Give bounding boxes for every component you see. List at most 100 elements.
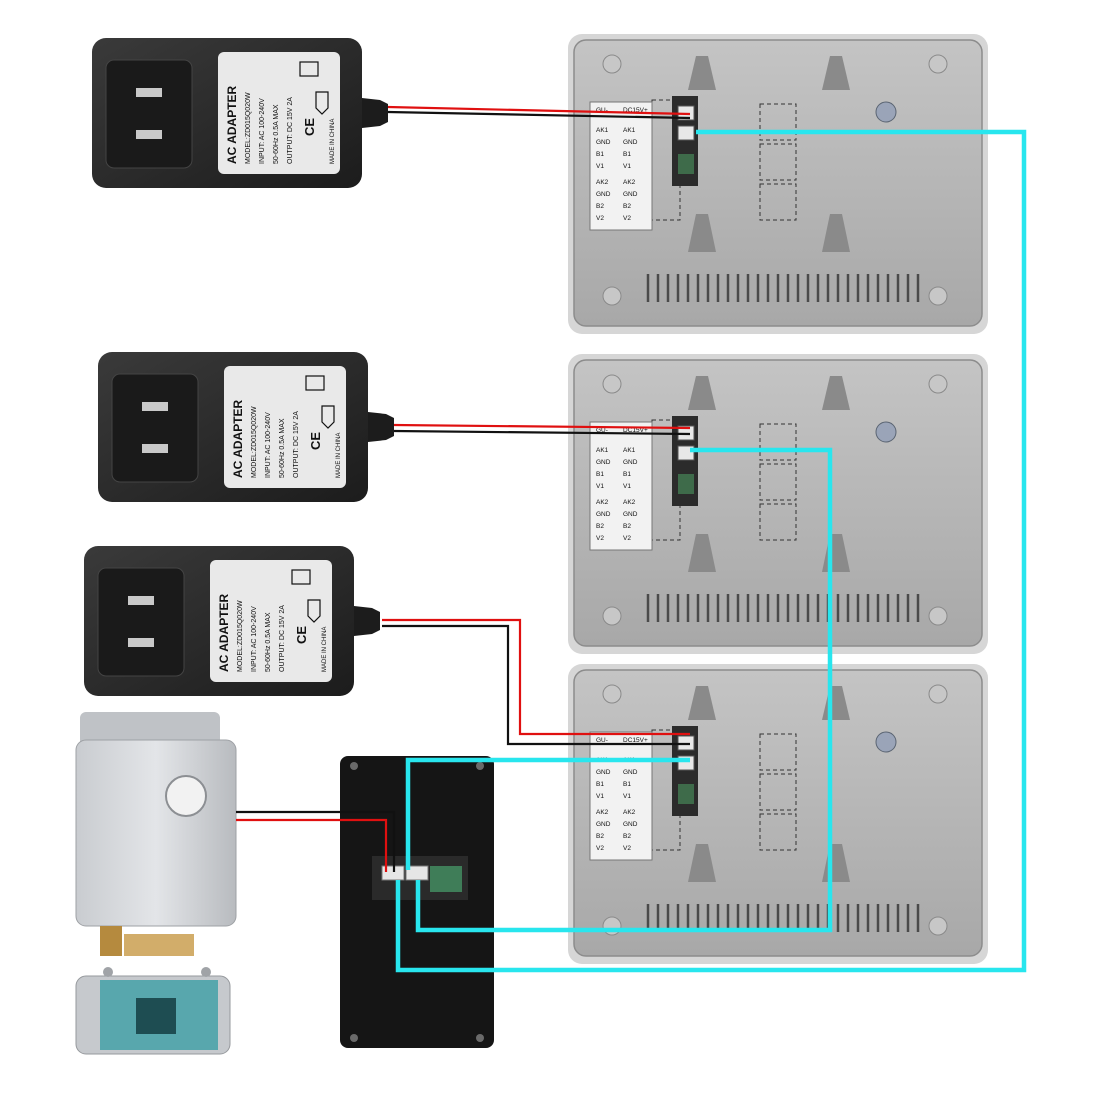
adapter-1-text-2: INPUT: AC 100-240V xyxy=(259,98,266,164)
monitor-3-terminal-right-6: GND xyxy=(623,821,638,828)
adapter-1-text-0: AC ADAPTER xyxy=(225,85,239,164)
adapter-3-label: AC ADAPTER MODEL:ZD015Q020W INPUT: AC 100-… xyxy=(217,569,328,672)
adapter-1-label: AC ADAPTER MODEL:ZD015Q020W INPUT: AC 100-… xyxy=(225,61,336,164)
monitor-1-terminal-right-8: V2 xyxy=(623,215,631,222)
house-icon xyxy=(321,405,335,429)
adapter-2-black-wire xyxy=(393,429,691,436)
adapter-1-text-1: MODEL:ZD015Q020W xyxy=(245,92,252,164)
monitor-2-terminal-left-5: AK2 xyxy=(596,499,609,506)
adapter-2-text-1: MODEL:ZD015Q020W xyxy=(251,406,258,478)
adapter-2-label: AC ADAPTER MODEL:ZD015Q020W INPUT: AC 100-… xyxy=(231,375,342,478)
monitor-2-terminal-right-4: V1 xyxy=(623,483,631,490)
adapter-3-black-wire xyxy=(382,624,690,746)
monitor-2-terminal-left-3: B1 xyxy=(596,471,604,478)
monitor-3-terminal-right-3: B1 xyxy=(623,781,631,788)
monitor-2-terminal-left-1: AK1 xyxy=(596,447,609,454)
adapter-3-text-3: 50-60Hz 0.5A MAX xyxy=(265,612,272,672)
adapter-1-red-wire xyxy=(387,105,691,116)
adapter-1-text-3: 50-60Hz 0.5A MAX xyxy=(273,104,280,164)
monitor-2-terminal-left-7: B2 xyxy=(596,523,604,530)
monitor-3-terminal-left-4: V1 xyxy=(596,793,604,800)
ce-mark-icon: CE xyxy=(302,118,317,136)
adapter-2-origin: MADE IN CHINA xyxy=(336,433,342,478)
cable-monitor-2 xyxy=(415,447,833,933)
monitor-1-terminal-right-1: AK1 xyxy=(623,127,636,134)
monitor-3-terminal-right-2: GND xyxy=(623,769,638,776)
adapter-3-text-2: INPUT: AC 100-240V xyxy=(251,606,258,672)
adapter-3-origin: MADE IN CHINA xyxy=(322,627,328,672)
monitor-2-terminal-right-5: AK2 xyxy=(623,499,636,506)
monitor-1-terminal-right-3: B1 xyxy=(623,151,631,158)
adapter-1-origin: MADE IN CHINA xyxy=(330,119,336,164)
monitor-2-terminal-right-7: B2 xyxy=(623,523,631,530)
adapter-3-text-4: OUTPUT: DC 15V 2A xyxy=(279,605,286,672)
monitor-3-terminal-left-6: GND xyxy=(596,821,611,828)
monitor-1-terminal-left-8: V2 xyxy=(596,215,604,222)
monitor-2-terminal-right-0: DC15V+ xyxy=(623,427,648,434)
ac-adapter-1 xyxy=(91,37,389,189)
monitor-1-terminal-plate: GU-AK1GNDB1V1AK2GNDB2V2DC15V+AK1GNDB1V1A… xyxy=(589,101,653,231)
house-icon xyxy=(307,599,321,623)
monitor-3-terminal-left-5: AK2 xyxy=(596,809,609,816)
cable-monitor-1 xyxy=(395,129,1027,973)
monitor-3-terminal-left-7: B2 xyxy=(596,833,604,840)
ac-adapter-2 xyxy=(97,351,395,503)
monitor-1-terminal-left-1: AK1 xyxy=(596,127,609,134)
adapter-2-text-3: 50-60Hz 0.5A MAX xyxy=(279,418,286,478)
signal-cables xyxy=(395,129,1027,973)
house-icon xyxy=(315,91,329,115)
monitor-2-terminal-right-3: B1 xyxy=(623,471,631,478)
power-wires xyxy=(236,105,691,872)
cable-monitor-3 xyxy=(405,757,690,870)
adapter-2-text-4: OUTPUT: DC 15V 2A xyxy=(293,411,300,478)
monitor-3-terminal-left-0: GU- xyxy=(596,737,608,744)
monitor-2-terminal-left-4: V1 xyxy=(596,483,604,490)
adapter-2-text-0: AC ADAPTER xyxy=(231,399,245,478)
recycle-bin-icon xyxy=(305,375,325,391)
monitor-1-terminal-right-6: GND xyxy=(623,191,638,198)
monitor-1-terminal-left-7: B2 xyxy=(596,203,604,210)
adapter-2-red-wire xyxy=(393,423,691,430)
adapter-2-text-2: INPUT: AC 100-240V xyxy=(265,412,272,478)
monitor-2-terminal-left-8: V2 xyxy=(596,535,604,542)
monitor-1-terminal-right-7: B2 xyxy=(623,203,631,210)
ce-mark-icon: CE xyxy=(294,626,309,644)
monitor-1-terminal-right-0: DC15V+ xyxy=(623,107,648,114)
monitor-1-terminal-right-5: AK2 xyxy=(623,179,636,186)
monitor-2-terminal-right-8: V2 xyxy=(623,535,631,542)
adapter-3-red-wire xyxy=(382,618,690,736)
monitor-3-terminal-right-5: AK2 xyxy=(623,809,636,816)
monitor-1-terminal-right-4: V1 xyxy=(623,163,631,170)
lock-strike-plate xyxy=(75,967,231,1055)
monitor-3-terminal-right-8: V2 xyxy=(623,845,631,852)
monitor-1-terminal-left-4: V1 xyxy=(596,163,604,170)
monitor-1-terminal-left-5: AK2 xyxy=(596,179,609,186)
lock-black-wire xyxy=(236,810,396,872)
monitor-3-terminal-right-0: DC15V+ xyxy=(623,737,648,744)
adapter-1-text-4: OUTPUT: DC 15V 2A xyxy=(287,97,294,164)
ac-adapter-3 xyxy=(83,545,381,697)
adapter-1-black-wire xyxy=(387,110,691,120)
monitor-3-terminal-plate: GU-AK1GNDB1V1AK2GNDB2V2DC15V+AK1GNDB1V1A… xyxy=(589,731,653,861)
recycle-bin-icon xyxy=(299,61,319,77)
monitor-1-terminal-left-0: GU- xyxy=(596,107,608,114)
monitor-2-terminal-plate: GU-AK1GNDB1V1AK2GNDB2V2DC15V+AK1GNDB1V1A… xyxy=(589,421,653,551)
monitor-1-terminal-left-3: B1 xyxy=(596,151,604,158)
recycle-bin-icon xyxy=(291,569,311,585)
monitor-3-terminal-left-8: V2 xyxy=(596,845,604,852)
electric-lock xyxy=(75,712,237,956)
monitor-1-terminal-left-2: GND xyxy=(596,139,611,146)
monitor-3-terminal-right-4: V1 xyxy=(623,793,631,800)
monitor-2-terminal-left-2: GND xyxy=(596,459,611,466)
monitor-2-terminal-left-0: GU- xyxy=(596,427,608,434)
monitor-3-terminal-right-7: B2 xyxy=(623,833,631,840)
monitor-2-terminal-right-6: GND xyxy=(623,511,638,518)
monitor-3-terminal-left-3: B1 xyxy=(596,781,604,788)
adapter-3-text-1: MODEL:ZD015Q020W xyxy=(237,600,244,672)
monitor-3-terminal-left-2: GND xyxy=(596,769,611,776)
adapter-3-text-0: AC ADAPTER xyxy=(217,593,231,672)
monitor-2-terminal-right-2: GND xyxy=(623,459,638,466)
ce-mark-icon: CE xyxy=(308,432,323,450)
